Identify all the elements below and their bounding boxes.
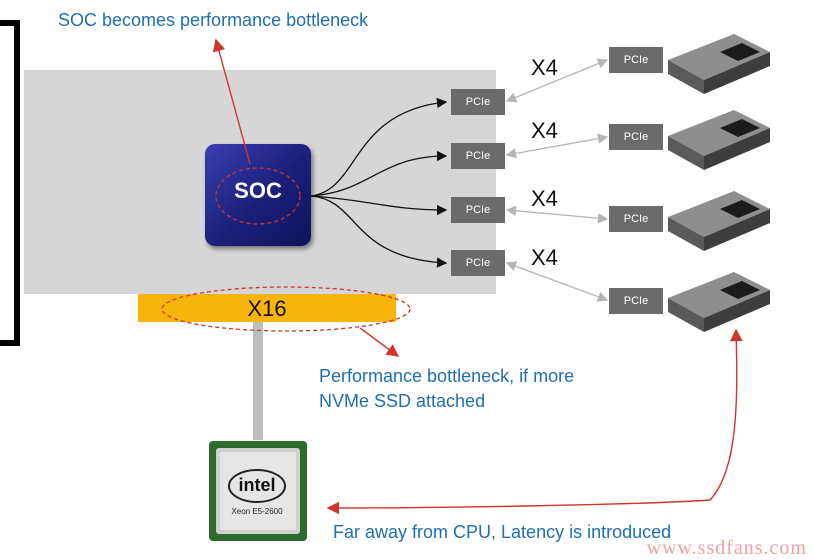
soc-callout-arrow	[212, 38, 251, 165]
soc-label: SOC	[234, 178, 282, 203]
x16-bottleneck-caption-line2: NVMe SSD attached	[319, 391, 486, 411]
ssd-drive-icon	[668, 272, 770, 332]
soc-highlight	[215, 167, 301, 225]
latency-arrow-to-cpu	[326, 499, 711, 515]
ssd-pcie-3: PCIe	[609, 206, 663, 232]
bracket-line	[14, 20, 20, 346]
latency-arrow-to-ssd	[709, 328, 743, 501]
cpu-model: Xeon E5-2600	[231, 507, 283, 516]
x4-link-4	[505, 261, 609, 302]
bracket-top	[0, 20, 20, 26]
latency-caption: Far away from CPU, Latency is introduced	[333, 522, 672, 542]
ssd-pcie-1: PCIe	[609, 47, 663, 73]
x16-slot	[138, 294, 396, 322]
x16-label: X16	[247, 296, 287, 321]
soc-link-1	[310, 97, 448, 197]
bracket-bottom	[0, 340, 20, 346]
card-pcie-1: PCIe	[451, 89, 505, 115]
x4-link-2	[505, 133, 609, 159]
x16-bottleneck-caption-line1: Performance bottleneck, if more	[319, 366, 575, 386]
ssd-pcie-4: PCIe	[609, 288, 663, 314]
x4-link-3	[505, 205, 609, 224]
x16-highlight	[161, 286, 411, 332]
ssd-pcie-2: PCIe	[609, 124, 663, 150]
ssd-drive-icon	[668, 191, 770, 251]
soc-chip	[205, 144, 311, 246]
soc-link-2	[310, 150, 448, 197]
x16-callout-arrow	[359, 327, 400, 357]
soc-bottleneck-caption: SOC becomes performance bottleneck	[58, 10, 369, 30]
ssd-drive-icon	[668, 110, 770, 170]
card-pcie-4: PCIe	[451, 250, 505, 276]
cpu-chip-icon: intel Xeon E5-2600	[209, 441, 307, 541]
soc-link-3	[310, 195, 448, 216]
card-pcie-2: PCIe	[451, 143, 505, 169]
cpu-brand: intel	[238, 475, 275, 495]
soc-link-4	[310, 195, 448, 268]
ssd-drive-icon	[668, 34, 770, 94]
x4-link-1	[505, 58, 609, 103]
watermark: www.ssdfans.com	[646, 537, 807, 559]
cpu-link	[253, 322, 263, 440]
card-pcie-3: PCIe	[451, 197, 505, 223]
